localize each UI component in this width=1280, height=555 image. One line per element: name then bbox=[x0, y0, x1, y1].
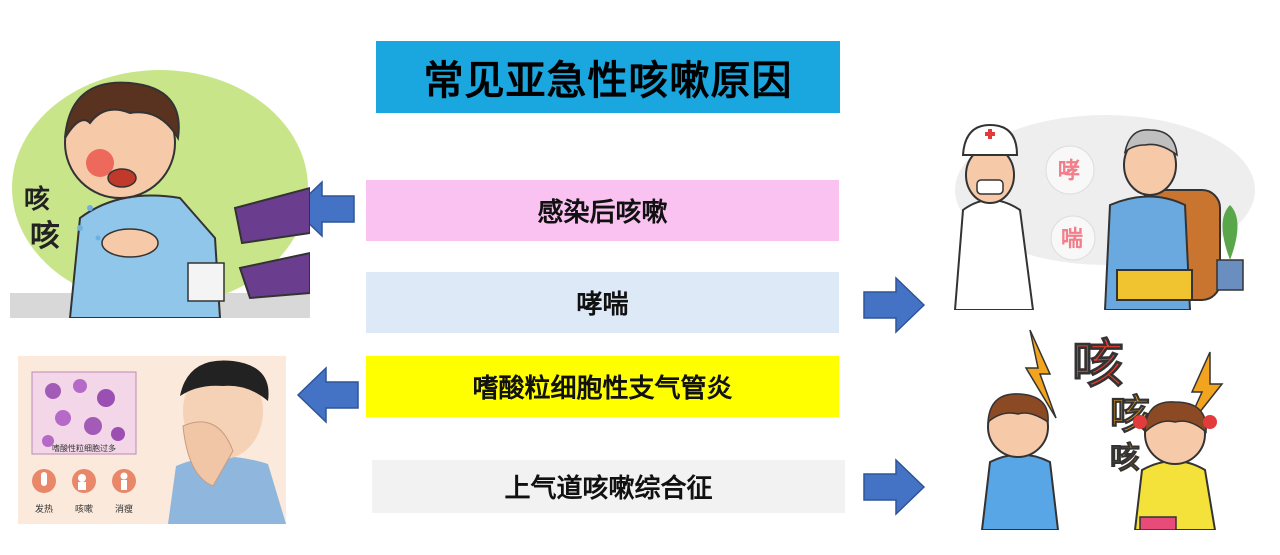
cough-icon bbox=[72, 469, 96, 493]
cough-character: 咳 bbox=[30, 219, 60, 254]
arrow-right-icon bbox=[863, 276, 926, 334]
cause-label: 上气道咳嗽综合征 bbox=[504, 474, 713, 504]
cough-character: 咳 bbox=[1110, 392, 1150, 438]
asthma-character: 哮 bbox=[1058, 158, 1080, 184]
cough-character: 咳 bbox=[1072, 335, 1124, 395]
cause-box-post-infectious: 感染后咳嗽 bbox=[366, 180, 839, 241]
symptom-label: 发热 bbox=[35, 503, 53, 515]
symptom-label: 咳嗽 bbox=[75, 503, 93, 515]
coughing-boy-illustration: 咳 咳 bbox=[10, 68, 310, 318]
arrow-right-icon bbox=[863, 458, 926, 516]
asthma-character: 喘 bbox=[1061, 226, 1083, 252]
coughing-man-illustration: 嗜酸性粒细胞过多 发热 咳嗽 消瘦 bbox=[18, 356, 286, 524]
cough-character: 咳 bbox=[1110, 441, 1140, 476]
cause-box-asthma: 哮喘 bbox=[366, 272, 839, 333]
diagram-title-box: 常见亚急性咳嗽原因 bbox=[376, 41, 840, 113]
cough-character: 咳 bbox=[24, 184, 50, 215]
diagram-title: 常见亚急性咳嗽原因 bbox=[423, 58, 793, 104]
weight-loss-icon bbox=[112, 469, 136, 493]
cause-box-eosinophilic-bronchitis: 嗜酸粒细胞性支气管炎 bbox=[366, 356, 839, 417]
cause-label: 嗜酸粒细胞性支气管炎 bbox=[472, 374, 733, 404]
eosinophil-caption: 嗜酸性粒细胞过多 bbox=[52, 443, 116, 453]
doctor-elderly-patient-illustration: 哮 喘 bbox=[945, 110, 1255, 310]
fever-icon bbox=[32, 469, 56, 493]
cause-box-upper-airway-cough-syndrome: 上气道咳嗽综合征 bbox=[372, 460, 845, 513]
coughing-children-illustration: 咳 咳 咳 bbox=[960, 322, 1252, 530]
cause-label: 哮喘 bbox=[576, 290, 629, 320]
arrow-left-icon bbox=[296, 366, 359, 424]
cause-label: 感染后咳嗽 bbox=[537, 198, 668, 228]
symptom-label: 消瘦 bbox=[115, 503, 133, 515]
